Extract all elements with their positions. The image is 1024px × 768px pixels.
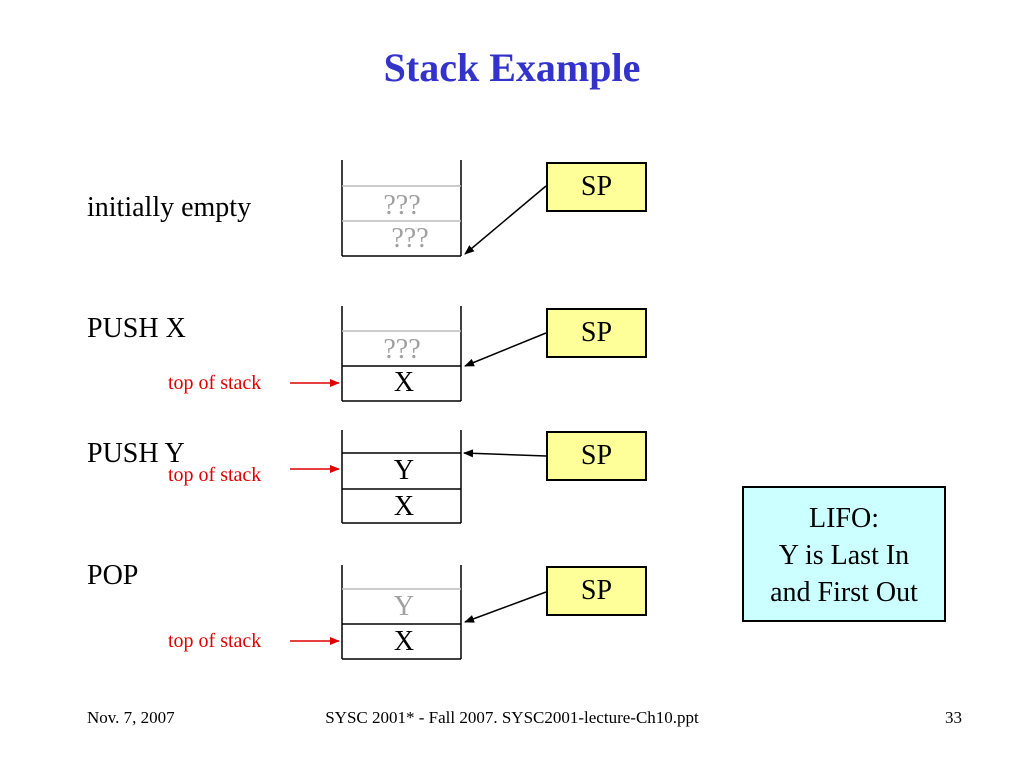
row-label-pop: POP (87, 560, 139, 591)
row-label-initially-empty: initially empty (87, 192, 252, 223)
stack-cell-value: X (393, 626, 415, 657)
sp-arrow-3 (463, 449, 547, 458)
sp-box: SP (546, 566, 647, 616)
lifo-line-2: Y is Last In (778, 540, 910, 571)
sp-arrow-4 (464, 591, 547, 623)
stack-push-x (341, 306, 462, 402)
footer-page-number: 33 (945, 708, 962, 727)
stack-cell-value: ??? (391, 223, 429, 254)
top-of-stack-label: top of stack (168, 630, 262, 652)
stack-cell-value: X (393, 367, 415, 398)
stack-initial (341, 160, 462, 257)
stack-cell-value: ??? (383, 334, 421, 365)
footer-date: Nov. 7, 2007 (87, 708, 175, 727)
lifo-line-3: and First Out (770, 577, 918, 608)
top-of-stack-label: top of stack (168, 464, 262, 486)
sp-box: SP (546, 308, 647, 358)
stack-push-y (341, 430, 462, 524)
row-label-push-y: PUSH Y (87, 438, 185, 469)
stack-cell-value: Y (393, 591, 415, 622)
row-label-push-x: PUSH X (87, 313, 186, 344)
sp-box: SP (546, 431, 647, 481)
stack-pop (341, 565, 462, 660)
sp-arrow-2 (464, 332, 547, 367)
lifo-line-1: LIFO: (809, 503, 879, 534)
stack-cell-value: X (393, 491, 415, 522)
lifo-note-box: LIFO: Y is Last In and First Out (742, 486, 946, 622)
footer-course: SYSC 2001* - Fall 2007. SYSC2001-lecture… (325, 708, 699, 727)
sp-box: SP (546, 162, 647, 212)
sp-arrow-1 (464, 185, 547, 255)
stack-cell-value: Y (393, 455, 415, 486)
stack-cell-value: ??? (383, 190, 421, 221)
slide-title: Stack Example (383, 45, 641, 90)
top-of-stack-label: top of stack (168, 372, 262, 394)
